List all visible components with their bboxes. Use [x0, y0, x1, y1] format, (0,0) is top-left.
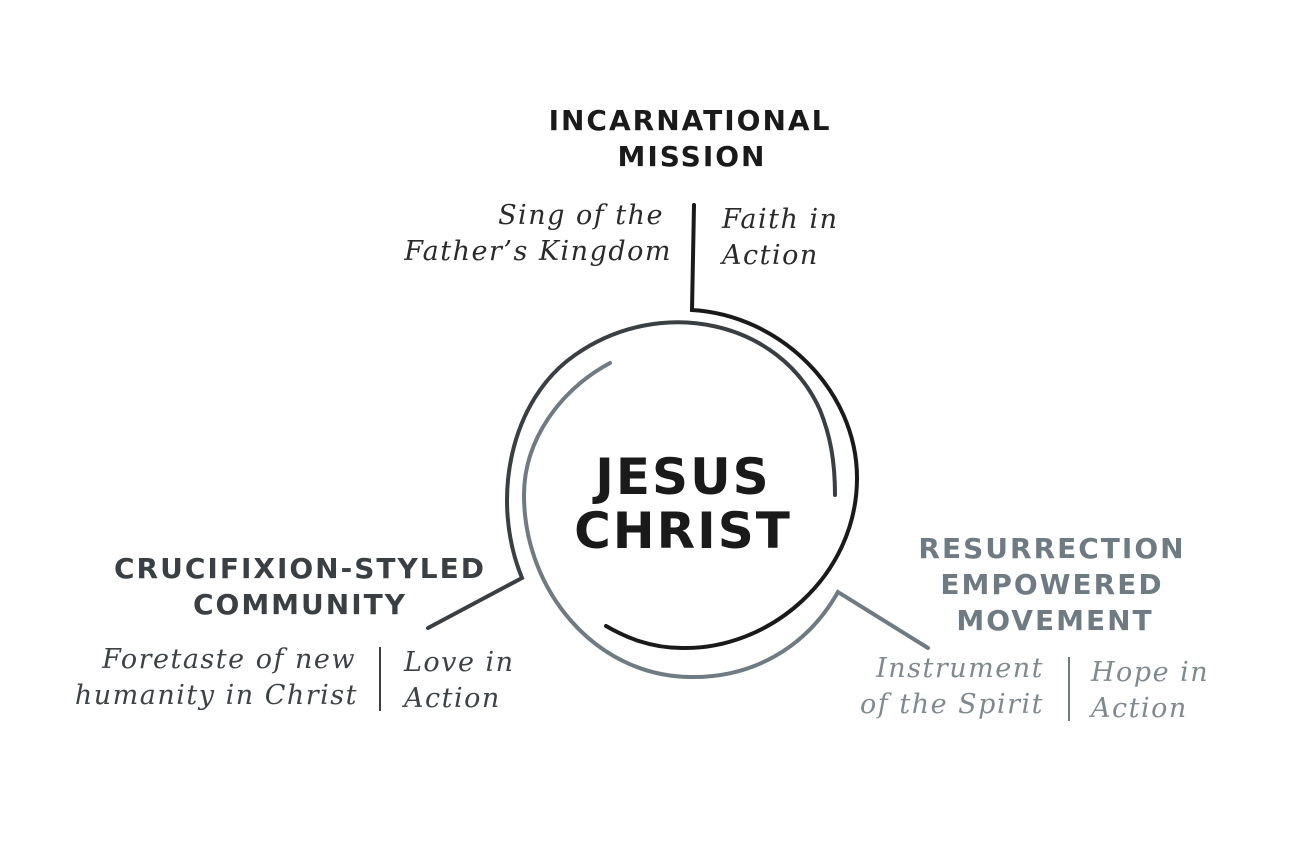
community-title-line1: CRUCIFIXION-STYLED: [114, 552, 486, 585]
movement-title-line2: EMPOWERED: [940, 568, 1163, 601]
community-title-line2: COMMUNITY: [193, 588, 407, 621]
center-title-line1: JESUS: [592, 448, 770, 506]
mission-note-left-line2: Father’s Kingdom: [403, 236, 672, 267]
movement-note-left-line2: of the Spirit: [860, 689, 1044, 720]
movement-title-line1: RESURRECTION: [918, 532, 1185, 565]
mission-title-line2: MISSION: [617, 140, 766, 173]
community-note-right-line2: Action: [401, 683, 501, 714]
mission-note-left-line1: Sing of the: [498, 200, 664, 231]
center-title-line2: CHRIST: [574, 502, 792, 560]
community-note-left-line1: Foretaste of new: [101, 644, 356, 675]
community-ring-line: [426, 320, 837, 630]
community-note-right-line1: Love in: [403, 647, 515, 678]
mission-title-line1: INCARNATIONAL: [549, 104, 832, 137]
movement-title-line3: MOVEMENT: [956, 604, 1153, 637]
mission-note-right-line2: Action: [719, 240, 819, 271]
mission-ring-line: [604, 203, 860, 651]
mission-note-right-line1: Faith in: [721, 204, 838, 235]
movement-note-right-line1: Hope in: [1090, 657, 1209, 688]
movement-note-right-line2: Action: [1088, 693, 1188, 724]
community-note-left-line2: humanity in Christ: [75, 680, 358, 711]
movement-ring-line: [521, 361, 930, 680]
movement-note-left-line1: Instrument: [875, 653, 1044, 684]
